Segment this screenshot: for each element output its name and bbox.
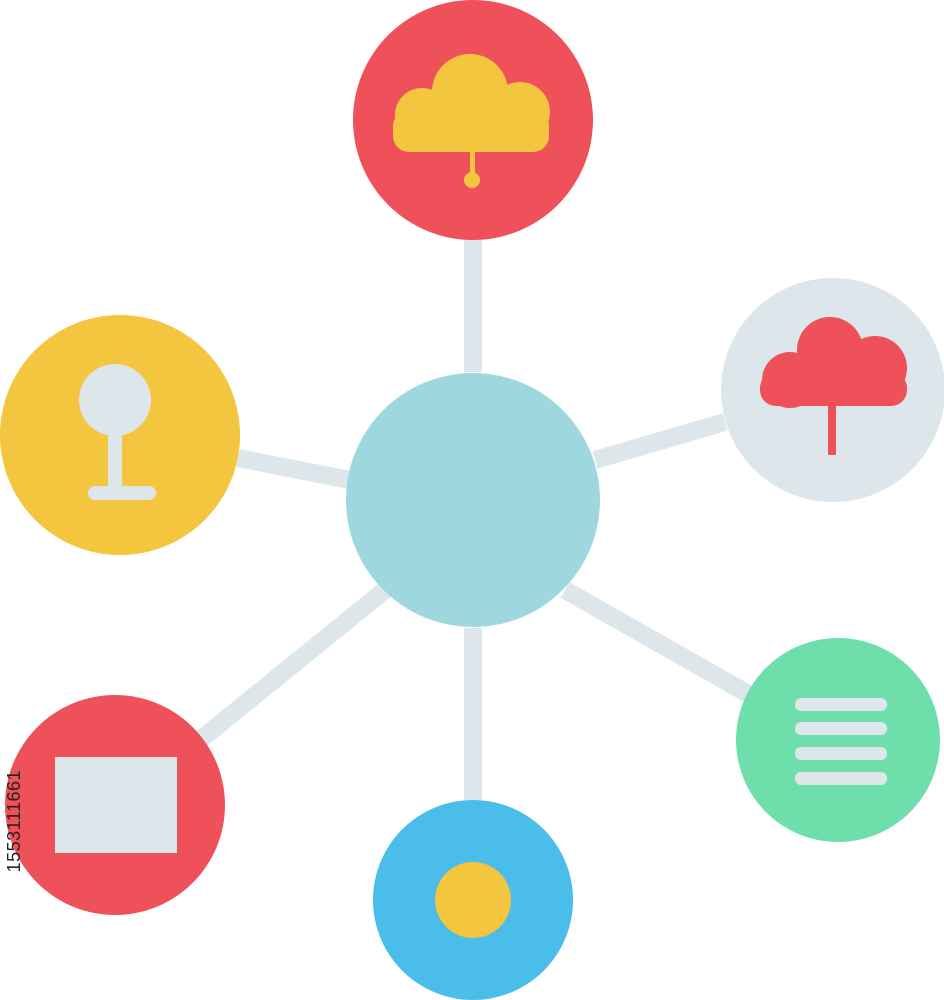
hub-node [346, 373, 600, 627]
cloud-connect-icon [393, 54, 550, 188]
node-right [721, 278, 944, 502]
dot-icon [435, 862, 511, 938]
cloud-tree-icon [760, 317, 907, 455]
connector-right [592, 413, 728, 469]
connectors [194, 240, 755, 800]
node-bottom-left [5, 695, 225, 915]
node-left [0, 315, 240, 555]
tree-icon [79, 364, 156, 500]
connector-left [236, 449, 352, 489]
stock-image-id: 1553111661 [4, 770, 24, 873]
connector-bottom-right [560, 582, 755, 703]
menu-lines-icon [795, 698, 887, 785]
node-bottom-right [736, 638, 940, 842]
connector-bottom-left [194, 583, 391, 747]
node-bottom [373, 800, 573, 1000]
window-icon [55, 757, 177, 853]
node-top [353, 0, 593, 240]
